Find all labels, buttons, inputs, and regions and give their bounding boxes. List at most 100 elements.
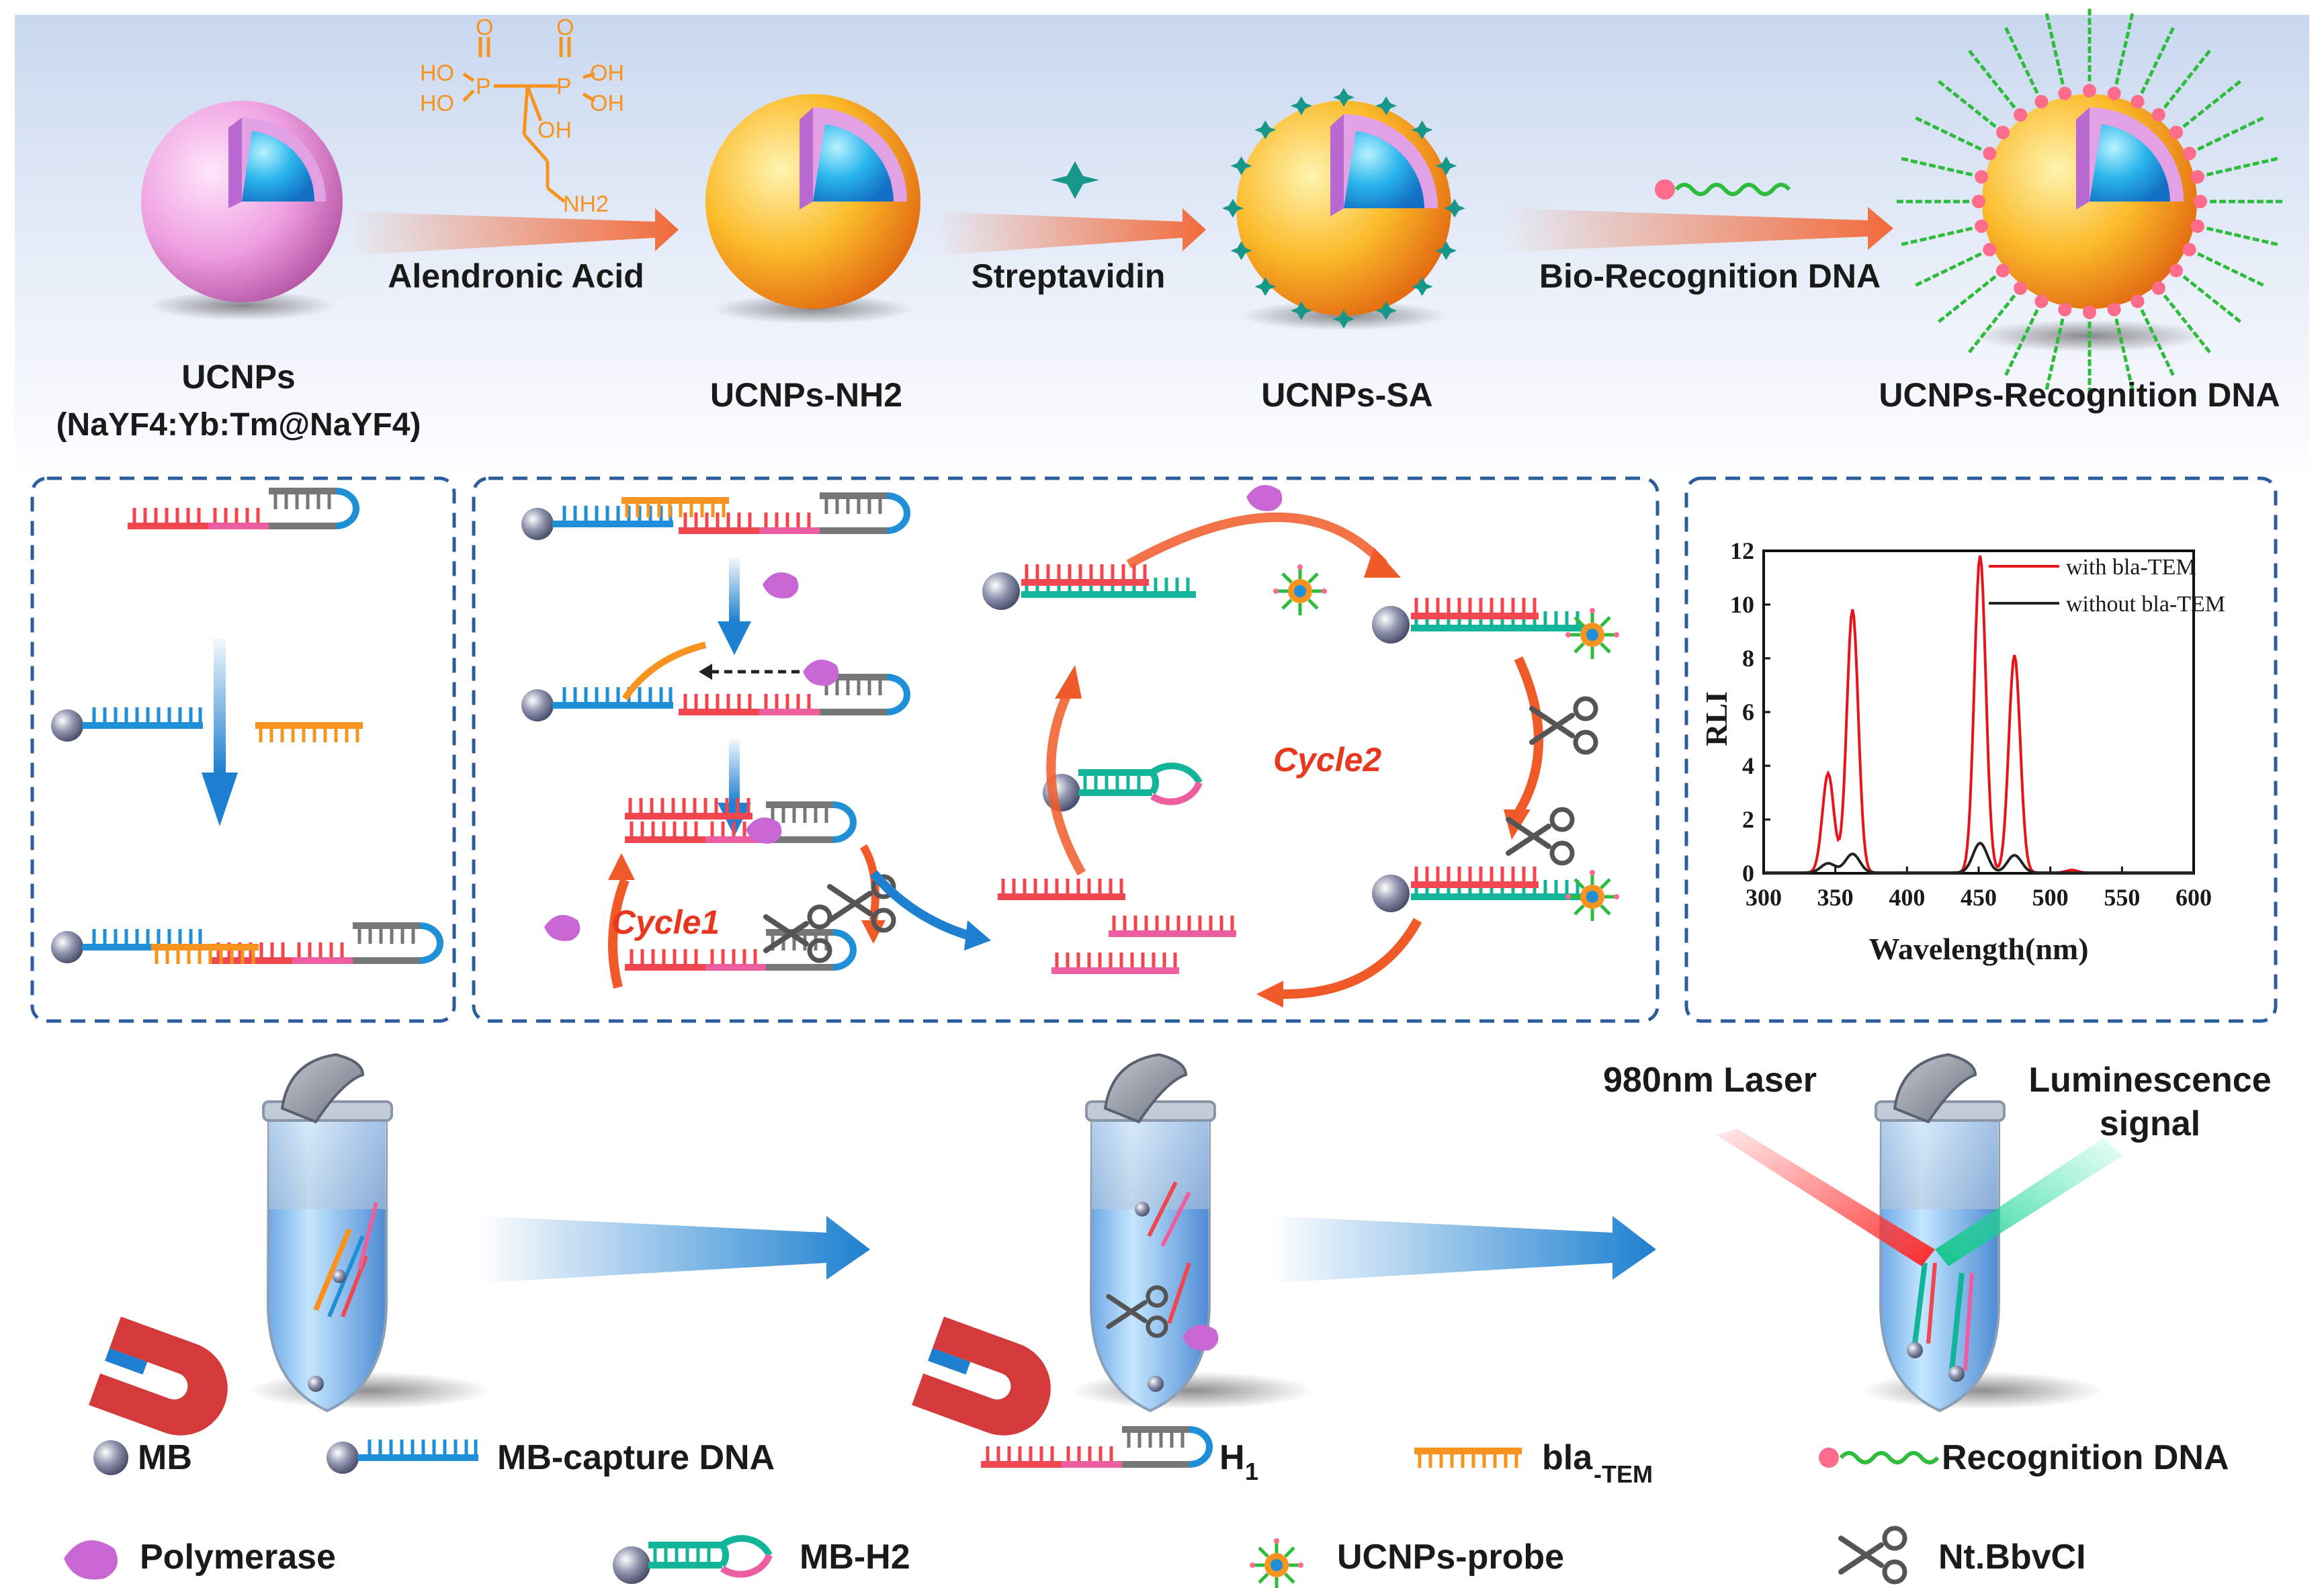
recognition-dna-bead [2194,195,2207,208]
x-tick-label: 450 [1961,884,1997,911]
recognition-dna-strand [1936,269,2004,324]
legend-bla-sub: -TEM [1594,1460,1653,1488]
recognition-dna-bead [1983,146,1997,161]
streptavidin-star [1435,241,1457,261]
bottom-arrow-1 [477,1216,870,1283]
series-without-bla-tem [1764,842,2194,875]
recognition-dna-strand [2003,300,2043,378]
laser-980nm-beam [1717,1129,1935,1266]
chem-oh3: OH [537,118,572,143]
recognition-dna-bead [2190,219,2204,233]
streptavidin-star [1333,310,1354,328]
recognition-dna-strand [2188,115,2266,155]
recognition-dna-bead [1972,195,1985,208]
legend-recognition-icon [1819,1448,1940,1468]
chem-ho1: HO [420,60,454,86]
streptavidin-star [1230,241,1252,261]
chem-oh2: OH [590,91,624,116]
ucnp-sphere [141,101,343,320]
x-tick-label: 600 [2176,884,2212,911]
recognition-dna-bead [2034,294,2049,308]
recognition-dna-bead [1983,242,1997,257]
cycle1-arrow-head [608,853,635,880]
laser-label: 980nm Laser [1603,1061,1817,1100]
recognition-dna-strand [1899,157,1982,179]
legend-polymerase-label: Polymerase [140,1538,336,1577]
y-tick-label: 2 [1742,806,1754,833]
polymerase-icon-4 [544,915,580,941]
recognition-dna-bead [2107,87,2121,101]
y-tick-label: 4 [1742,752,1754,779]
recognition-dna-strand [2175,79,2243,134]
legend-bla-label: bla [1542,1438,1593,1477]
streptavidin-star [1290,301,1312,320]
recognition-dna-bead [2107,302,2121,316]
ucnp-recognition-sphere [1895,7,2284,396]
legend-polymerase-icon [64,1540,118,1580]
recognition-dna-strand [2045,11,2067,94]
center-down-arrow-1-head [718,621,751,655]
polymerase-icon-5 [1246,485,1283,511]
x-tick-label: 500 [2032,884,2069,911]
legend-mb-icon [93,1440,128,1475]
recognition-dna-bead [2014,107,2028,122]
legend-h1-sub: 1 [1245,1458,1258,1485]
chem-o1: O [476,15,493,40]
panel-right [1684,476,2278,1023]
recognition-dna-strand [1967,287,2022,355]
chem-p2: P [556,74,572,99]
release-arrow-head [964,920,991,951]
polymerase-icon-1 [763,572,799,599]
arrow-step-3 [1505,207,1893,252]
legend-h1-label: H [1219,1438,1245,1477]
reagent-label-alendronic: Alendronic Acid [388,257,644,295]
step-label-ucnps-recognition: UCNPs-Recognition DNA [1879,376,2280,414]
recognition-dna-strand [2197,224,2280,247]
streptavidin-star [1222,199,1244,218]
cycle1-return-arrow-head [861,920,886,944]
streptavidin-star [1254,120,1277,140]
cycle2-complex-2 [1372,875,1410,912]
recognition-dna-strand [1899,224,1982,247]
recognition-dna-bead [2169,126,2184,140]
luminescence-beam [1935,1139,2123,1266]
recognition-dna-strand [1967,48,2022,116]
cycle2-arrow-top [1126,513,1388,569]
recognition-dna-bead [2083,306,2096,319]
arrow-step-2 [937,208,1206,255]
legend-without-bla: without bla-TEM [2066,592,2225,617]
polymerase-icon-3 [746,818,782,844]
down-arrow-left [214,638,226,773]
cycle2-arrow-bottom [1283,918,1422,999]
recognition-dna-strand [2112,309,2135,392]
recognition-dna-bead [2182,242,2196,257]
panel-left [30,476,456,1023]
chem-ho2: HO [420,91,454,116]
displaced-bla-strand [621,642,707,701]
recognition-dna-bead [2169,263,2184,277]
streptavidin-star [1435,156,1457,175]
arrow-step-1 [349,208,679,255]
top-synthesis-row: O O HO HO P P OH OH OH NH2 Alendronic Ac… [56,7,2284,443]
tube-3-contents [1907,1262,1974,1382]
tube-1-contents [308,1202,378,1392]
background-gradient [15,15,2309,888]
signal-label: Luminescence [2028,1061,2271,1100]
cycle2-label: Cycle2 [1273,741,1381,779]
recognition-dna-beads [1972,84,2207,319]
streptavidin-star [1254,277,1277,296]
cycle2-complex-1 [1372,606,1410,644]
recognition-dna-strand [2112,11,2135,94]
middle-panels: Cycle1 [30,476,2278,1023]
displacement-arrow-head [699,664,712,680]
legend-mb-label: MB [138,1438,192,1477]
x-tick-label: 300 [1746,884,1782,911]
recognition-dna-bead [2151,281,2165,296]
recognition-dna-bead [2083,84,2096,97]
streptavidin-star [1230,156,1252,175]
down-arrow-left-head [202,773,238,826]
reagent-label-streptavidin: Streptavidin [972,257,1166,295]
